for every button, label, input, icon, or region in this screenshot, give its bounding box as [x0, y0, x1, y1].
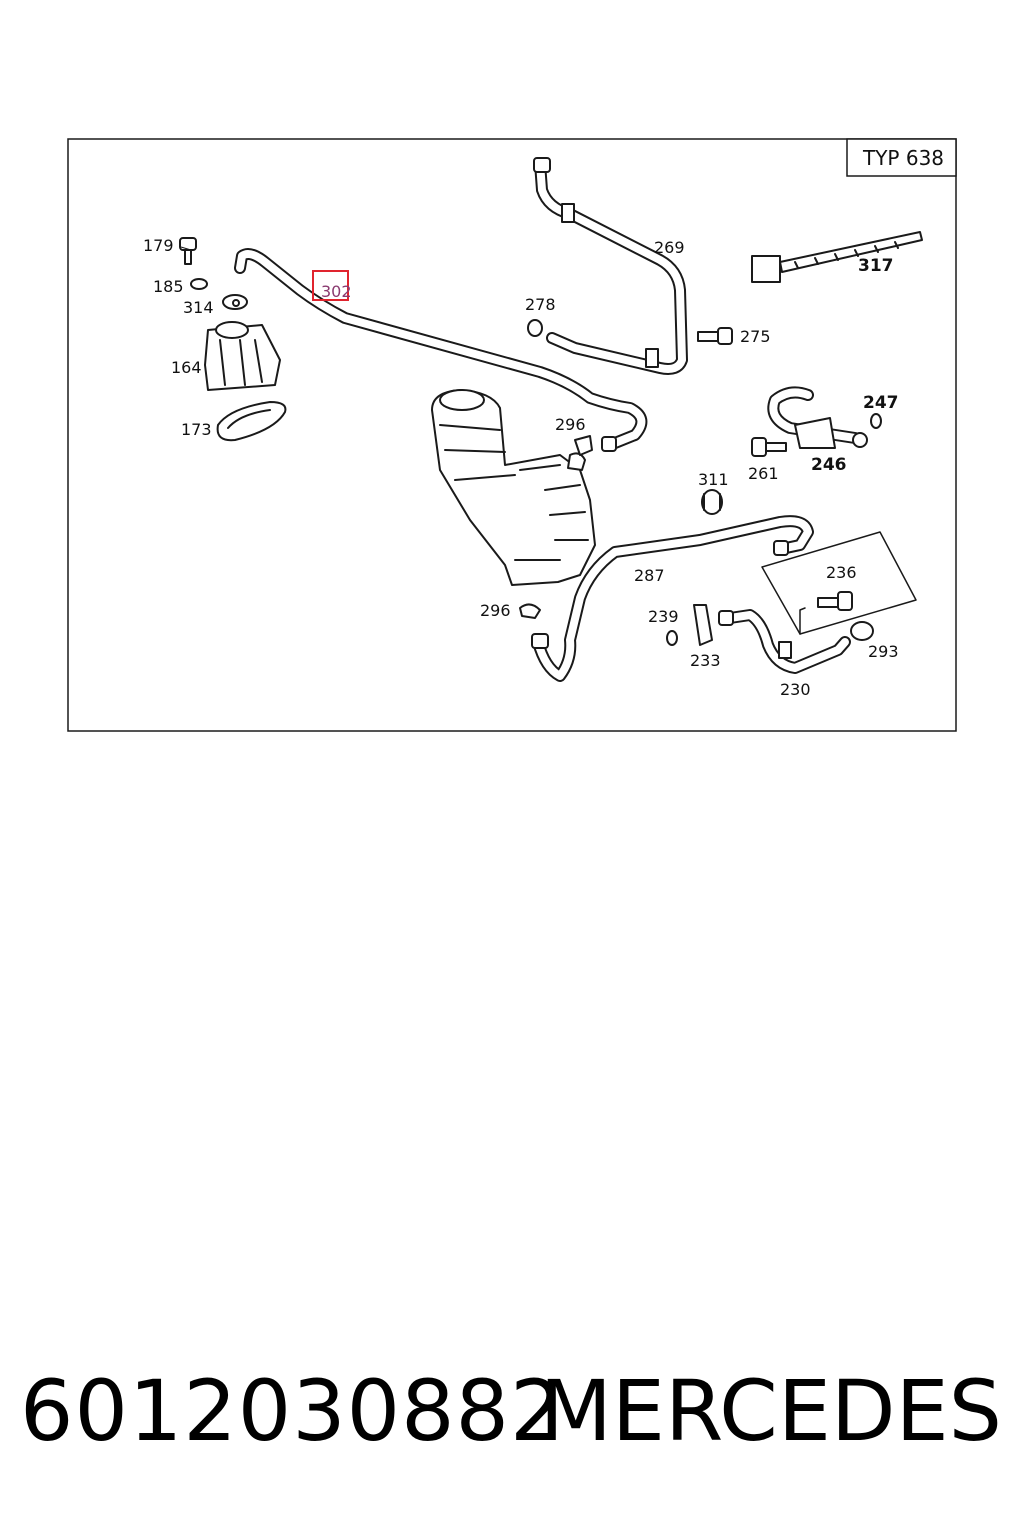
tie-317: [751, 231, 923, 283]
part-185: [190, 278, 208, 290]
part-261: [751, 437, 787, 457]
hose-287: [531, 515, 814, 682]
label-278: 278: [525, 295, 556, 314]
group-outline: [761, 531, 917, 635]
leader-lines: [180, 246, 192, 251]
clamp-296b: [519, 603, 541, 619]
clamp-296a: [574, 435, 593, 456]
diagram-frame: [67, 138, 957, 732]
label-236: 236: [826, 563, 857, 582]
part-239: [666, 630, 678, 646]
parts-diagram: TYP 638: [67, 138, 957, 732]
label-296b: 296: [480, 601, 511, 620]
label-164: 164: [171, 358, 202, 377]
part-314: [222, 294, 248, 310]
hose-302: [234, 248, 648, 452]
bracket-233: [693, 604, 713, 646]
label-314: 314: [183, 298, 214, 317]
label-317: 317: [858, 256, 894, 276]
part-164: [204, 321, 281, 391]
label-239: 239: [648, 607, 679, 626]
label-275: 275: [740, 327, 771, 346]
label-185: 185: [153, 277, 184, 296]
hose-269: [533, 157, 688, 375]
label-269: 269: [654, 238, 685, 257]
label-173: 173: [181, 420, 212, 439]
clamp-293: [850, 621, 874, 641]
label-296a: 296: [555, 415, 586, 434]
reservoir-housing: [431, 389, 596, 586]
brand-name: MERCEDES: [539, 1362, 1002, 1460]
label-293: 293: [868, 642, 899, 661]
label-246: 246: [811, 455, 847, 475]
grommet-311: [701, 489, 723, 515]
part-236: [817, 591, 853, 611]
part-173: [216, 401, 287, 442]
label-311: 311: [698, 470, 729, 489]
label-230: 230: [780, 680, 811, 699]
label-179: 179: [143, 236, 174, 255]
part-275: [697, 327, 733, 345]
hose-230: [718, 609, 851, 674]
pipe-246: [767, 386, 868, 449]
caption: 6012030882 MERCEDES: [0, 1362, 1024, 1472]
part-247: [870, 413, 882, 429]
highlight-box: [312, 270, 349, 301]
label-302: 302: [321, 282, 352, 301]
type-box: [846, 138, 957, 177]
part-278: [527, 319, 543, 337]
type-label: TYP 638: [862, 146, 944, 170]
part-179: [179, 237, 197, 265]
part-number: 6012030882: [20, 1362, 565, 1460]
label-233: 233: [690, 651, 721, 670]
label-287: 287: [634, 566, 665, 585]
label-261: 261: [748, 464, 779, 483]
label-247: 247: [863, 393, 899, 413]
